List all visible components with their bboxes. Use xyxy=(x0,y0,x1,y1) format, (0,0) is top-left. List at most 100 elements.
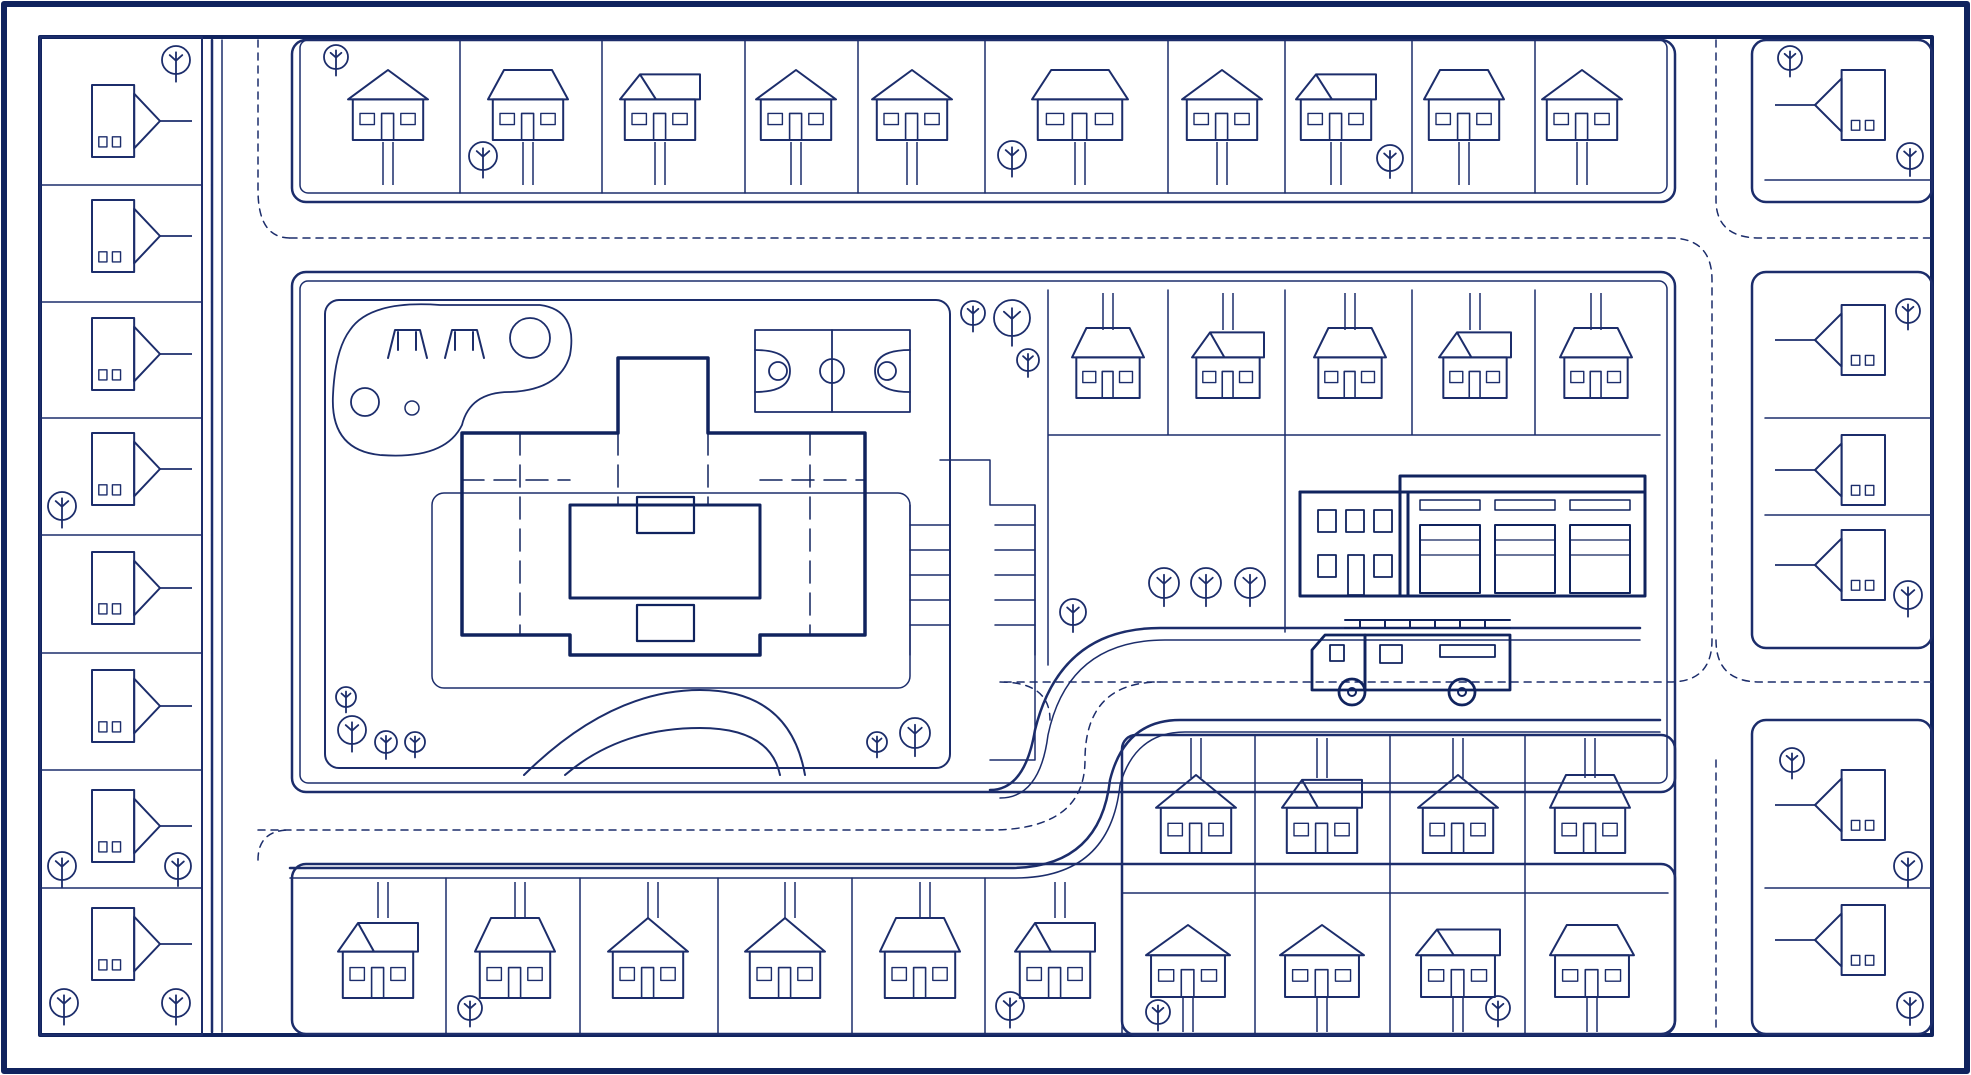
road-network xyxy=(210,38,1933,1034)
house-icon xyxy=(1775,769,1886,841)
house-icon xyxy=(474,917,556,999)
tree-icon xyxy=(1234,567,1266,608)
house-icon xyxy=(1295,73,1377,141)
tree-icon xyxy=(1896,142,1924,178)
house-icon xyxy=(91,669,192,743)
tree-icon xyxy=(47,491,77,529)
driveway xyxy=(647,882,659,918)
house-icon xyxy=(1438,331,1512,399)
playground-circle-1 xyxy=(509,317,551,359)
trees-layer xyxy=(47,44,1924,1032)
tree-icon xyxy=(337,715,367,753)
house-icon xyxy=(91,199,192,273)
school-lot-outline xyxy=(324,299,951,769)
playground-circle-3 xyxy=(404,400,420,416)
tree-icon xyxy=(1779,747,1805,780)
block-right-middle xyxy=(1750,270,1934,650)
tree-icon xyxy=(997,140,1027,178)
driveway xyxy=(1586,998,1598,1032)
road-middle-upper-edge xyxy=(988,626,1642,792)
driveway xyxy=(1222,293,1234,330)
house-icon xyxy=(1071,327,1145,399)
tree-icon xyxy=(960,300,986,333)
driveway xyxy=(1452,738,1464,778)
house-icon xyxy=(1549,924,1635,998)
tree-icon xyxy=(1893,580,1923,618)
tree-icon xyxy=(49,988,79,1026)
tree-icon xyxy=(161,45,191,83)
driveway xyxy=(522,142,534,185)
driveway xyxy=(1182,998,1194,1032)
house-icon xyxy=(1313,327,1387,399)
house-icon xyxy=(91,317,192,391)
tree-icon xyxy=(164,852,192,888)
driveway xyxy=(1330,142,1342,185)
house-icon xyxy=(1549,774,1631,855)
house-icon xyxy=(487,69,569,141)
house-icon xyxy=(91,84,192,158)
house-icon xyxy=(1279,924,1365,998)
house-icon xyxy=(1181,69,1263,141)
tree-icon xyxy=(1895,298,1921,331)
tree-icon xyxy=(457,995,483,1028)
driveway xyxy=(919,882,931,918)
fire-truck-icon xyxy=(1310,619,1512,707)
tree-icon xyxy=(1016,348,1040,378)
tree-icon xyxy=(468,141,498,179)
tree-icon xyxy=(993,299,1031,347)
house-icon xyxy=(1415,928,1501,998)
school-grounds xyxy=(324,299,1036,776)
road-middle-upper-edge-2 xyxy=(999,639,1641,799)
house-icon xyxy=(1775,434,1886,506)
tree-icon xyxy=(1059,598,1087,634)
house-icon xyxy=(337,922,419,999)
tree-icon xyxy=(1777,45,1803,78)
tree-icon xyxy=(323,44,349,77)
tree-icon xyxy=(374,730,398,760)
tree-icon xyxy=(335,686,357,714)
basketball-court-icon xyxy=(754,329,911,413)
road-middle-lower-edge-2 xyxy=(289,731,1661,879)
tree-icon xyxy=(1376,144,1404,180)
house-icon xyxy=(1281,778,1363,855)
tree-icon xyxy=(1893,851,1923,889)
house-icon xyxy=(91,551,192,625)
school-building-icon xyxy=(460,356,867,657)
playground-circle-2 xyxy=(350,387,380,417)
road-top-center-line xyxy=(289,237,1713,683)
house-icon xyxy=(1417,774,1499,855)
driveway xyxy=(790,142,802,185)
driveway xyxy=(1344,293,1356,330)
tree-icon xyxy=(161,988,191,1026)
block-outlines xyxy=(39,36,1934,1037)
house-icon xyxy=(347,69,429,141)
driveway xyxy=(1584,738,1596,778)
tree-icon xyxy=(47,851,77,889)
driveway xyxy=(377,882,389,918)
house-icon xyxy=(1031,69,1129,141)
driveway xyxy=(1102,293,1114,330)
playground-swing-icon xyxy=(387,329,485,359)
driveway xyxy=(1469,293,1481,330)
house-icon xyxy=(1775,529,1886,601)
driveway xyxy=(1054,882,1066,918)
house-icon xyxy=(91,789,192,863)
driveway xyxy=(784,882,796,918)
block-left-column xyxy=(39,36,203,1036)
driveway xyxy=(1590,293,1602,330)
driveway xyxy=(1074,142,1086,185)
tree-icon xyxy=(995,991,1025,1029)
house-icon xyxy=(879,917,961,999)
house-icon xyxy=(1014,922,1096,999)
tree-icon xyxy=(404,731,426,759)
playground-area xyxy=(332,303,573,457)
road-right-center-line xyxy=(1715,39,1933,1033)
house-icon xyxy=(744,917,826,999)
house-icon xyxy=(91,432,192,506)
house-icon xyxy=(871,69,953,141)
school-front-arc xyxy=(523,689,806,776)
house-icon xyxy=(755,69,837,141)
tree-icon xyxy=(1896,991,1924,1027)
driveway xyxy=(1458,142,1470,185)
